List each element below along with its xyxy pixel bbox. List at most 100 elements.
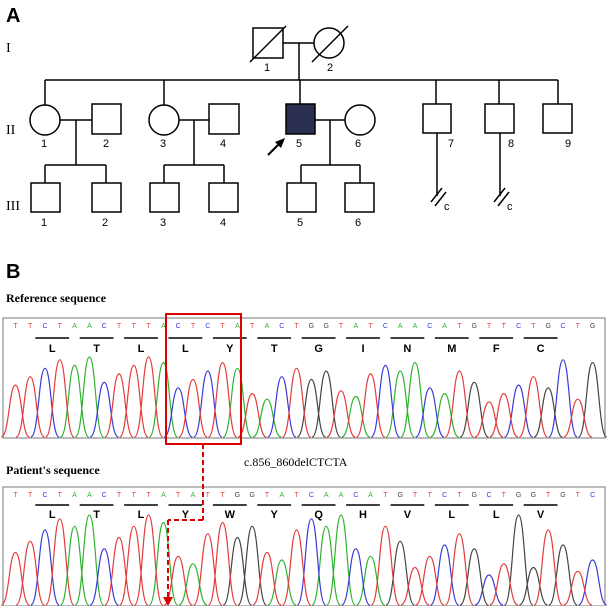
- base-call: T: [428, 492, 433, 499]
- gen2-female-3: [148, 104, 180, 136]
- amino-acid: V: [404, 509, 412, 521]
- amino-acid: V: [537, 509, 545, 521]
- base-call: C: [176, 323, 181, 330]
- id-label: 7: [448, 138, 454, 150]
- base-call: T: [502, 323, 507, 330]
- gen2-male-9: [542, 103, 573, 134]
- base-call: C: [590, 492, 595, 499]
- gen3-male-5: [286, 182, 317, 213]
- base-call: C: [42, 492, 47, 499]
- base-call: T: [28, 492, 33, 499]
- gen3-male-2: [91, 182, 122, 213]
- patient-trace: [0, 514, 608, 606]
- base-call: T: [383, 492, 388, 499]
- amino-acid: C: [537, 343, 545, 355]
- deceased-mark: [249, 25, 287, 63]
- base-call: C: [442, 492, 447, 499]
- id-label: 1: [41, 138, 47, 150]
- base-call: A: [324, 492, 329, 499]
- trace-T: [0, 356, 593, 438]
- base-call: T: [368, 323, 373, 330]
- id-label: 4: [220, 217, 226, 229]
- trace-C: [30, 518, 608, 606]
- amino-acid: N: [403, 343, 411, 355]
- base-call: G: [471, 323, 476, 330]
- trace-C: [30, 359, 578, 438]
- gen3-male-1: [30, 182, 61, 213]
- base-call: T: [531, 323, 536, 330]
- base-call: A: [279, 492, 284, 499]
- amino-acid: Q: [314, 509, 323, 521]
- base-call: C: [516, 323, 521, 330]
- base-call: C: [486, 492, 491, 499]
- amino-acid: F: [493, 343, 500, 355]
- base-call: T: [250, 323, 255, 330]
- id-label: 6: [355, 217, 361, 229]
- amino-acid: W: [225, 509, 236, 521]
- trace-A: [59, 514, 386, 606]
- base-call: C: [42, 323, 47, 330]
- base-call: C: [383, 323, 388, 330]
- base-call: G: [323, 323, 328, 330]
- base-call: T: [117, 492, 122, 499]
- base-call: A: [191, 492, 196, 499]
- base-call: A: [235, 323, 240, 330]
- base-call: T: [13, 492, 18, 499]
- gen2-female-1: [29, 104, 61, 136]
- base-call: T: [58, 323, 63, 330]
- base-call: C: [353, 492, 358, 499]
- base-call: T: [413, 492, 418, 499]
- amino-acid: H: [359, 509, 367, 521]
- amino-acid: M: [447, 343, 456, 355]
- amino-acid: G: [314, 343, 323, 355]
- base-call: T: [206, 492, 211, 499]
- base-call: G: [531, 492, 536, 499]
- base-call: T: [117, 323, 122, 330]
- base-call: T: [132, 492, 137, 499]
- gen2-male-4: [208, 103, 240, 135]
- base-call: C: [560, 323, 565, 330]
- base-call: C: [102, 323, 107, 330]
- gen2-female-6: [344, 104, 376, 136]
- base-call: A: [398, 323, 403, 330]
- id-label: 2: [102, 217, 108, 229]
- base-call: T: [146, 492, 151, 499]
- base-call: T: [339, 323, 344, 330]
- gen3-male-6: [344, 182, 375, 213]
- gen-label-i: I: [6, 41, 11, 56]
- proband-arrow: [267, 138, 285, 156]
- no-children-mark: [493, 187, 506, 203]
- base-call: T: [457, 492, 462, 499]
- reference-trace: [0, 356, 608, 438]
- deceased-mark: [311, 25, 349, 63]
- base-call: A: [413, 323, 418, 330]
- base-call: T: [58, 492, 63, 499]
- reference-title: Reference sequence: [6, 291, 107, 305]
- mutation-label: c.856_860delCTCTA: [244, 455, 348, 469]
- amino-acid: L: [138, 509, 145, 521]
- gen3-male-4: [208, 182, 239, 213]
- pedigree-chart: [29, 25, 573, 213]
- id-label: 5: [297, 217, 303, 229]
- base-call: T: [502, 492, 507, 499]
- base-call: A: [87, 492, 92, 499]
- gen2-proband-5: [285, 103, 316, 135]
- amino-acid: L: [49, 509, 56, 521]
- amino-acid: L: [182, 343, 189, 355]
- amino-acid: T: [93, 343, 100, 355]
- amino-acid: I: [361, 343, 364, 355]
- base-call: A: [353, 323, 358, 330]
- individual-numbers: 1 2 1 2 3 4 5 6 7 8 9 1 2 3 4 5 6 c c: [41, 62, 571, 229]
- base-call: T: [176, 492, 181, 499]
- amino-acid: L: [448, 509, 455, 521]
- gen2-male-2: [91, 103, 122, 135]
- base-call: G: [560, 492, 565, 499]
- amino-acid: Y: [271, 509, 279, 521]
- no-children-label: c: [444, 201, 450, 213]
- id-label: 1: [41, 217, 47, 229]
- no-children-mark: [497, 191, 510, 207]
- no-children-mark: [430, 187, 443, 203]
